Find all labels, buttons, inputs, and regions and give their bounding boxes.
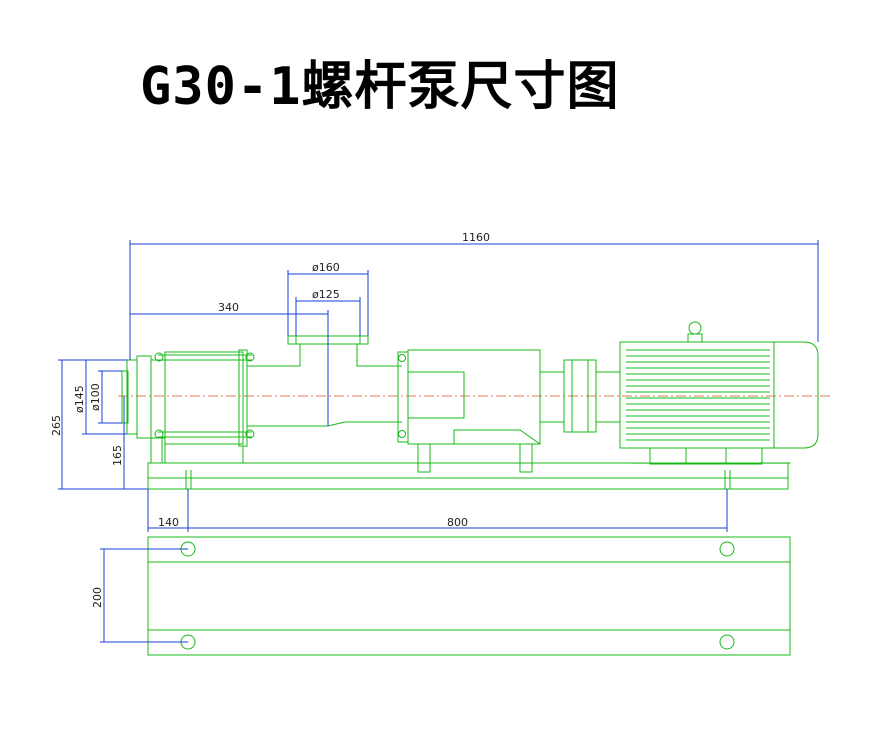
dim-overall-length: 1160 <box>462 231 490 244</box>
dim-hole-spacing-width: 200 <box>91 587 104 608</box>
dim-center-height: 165 <box>111 445 124 466</box>
dimension-lines: 1160 ø160 ø125 340 265 ø145 ø100 165 <box>50 231 819 643</box>
base-plate-plan-view <box>147 536 791 656</box>
base-plate-side <box>147 462 789 490</box>
suction-chamber <box>150 359 166 439</box>
anchor-hole <box>719 634 735 650</box>
dim-inlet-inner-diameter: ø100 <box>89 383 102 411</box>
dim-overall-height: 265 <box>50 415 63 436</box>
motor <box>619 321 819 465</box>
drawing-title: G30-1螺杆泵尺寸图 <box>140 57 620 117</box>
dim-base-edge-to-hole: 140 <box>158 516 179 529</box>
coupling <box>539 371 565 423</box>
dim-inlet-outer-diameter: ø145 <box>73 385 86 413</box>
dim-hole-spacing-length: 800 <box>447 516 468 529</box>
dim-outlet-offset: 340 <box>218 301 239 314</box>
stator-tube <box>247 343 402 367</box>
pump-side-view <box>118 321 832 490</box>
dim-outlet-outer-diameter: ø160 <box>312 261 340 274</box>
anchor-hole <box>719 541 735 557</box>
dim-outlet-inner-diameter: ø125 <box>312 288 340 301</box>
